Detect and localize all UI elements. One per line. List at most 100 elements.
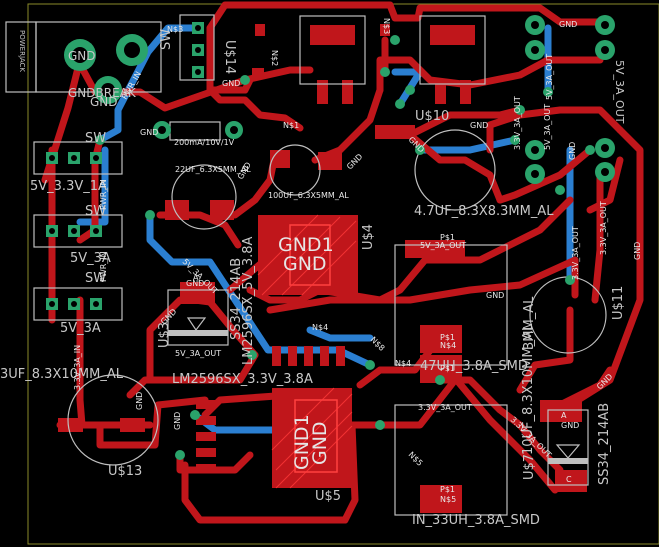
resistor-value: 200mA/10V/1V bbox=[174, 138, 235, 147]
net-gnd: GND bbox=[633, 242, 642, 260]
net-gnd: GND bbox=[140, 128, 158, 137]
net-n3: N$3 bbox=[167, 25, 183, 34]
net-gnd: GND bbox=[559, 20, 577, 29]
diode-pad bbox=[180, 282, 215, 304]
cap-small2-value: 100UF_6.3X5MM_AL bbox=[268, 191, 349, 200]
sw1-label: SW bbox=[85, 131, 106, 146]
diode-pad bbox=[540, 400, 582, 422]
net-n8: N$8 bbox=[369, 335, 387, 353]
u5-label: U$5 bbox=[315, 489, 341, 504]
sw3-label: SW bbox=[85, 271, 106, 286]
ic-pin bbox=[196, 464, 216, 473]
net-n4: N$4 bbox=[440, 341, 456, 350]
gnd1-top-label: GND1 bbox=[278, 234, 334, 256]
sw2-value: 5V_3A bbox=[70, 251, 111, 266]
reg-pin bbox=[317, 80, 328, 104]
net-gnd: GND bbox=[561, 421, 579, 430]
ic-pin bbox=[196, 400, 216, 409]
gnd-pad-label: GND bbox=[68, 49, 96, 63]
net-gnd: GND bbox=[222, 79, 240, 88]
net-n3: N$3 bbox=[382, 18, 391, 34]
smd-pad bbox=[380, 24, 390, 36]
net-n4: N$4 bbox=[395, 359, 411, 368]
lm-big-value: LM2596SX_3.3V_3.8A bbox=[172, 372, 313, 387]
net-33v-in: 3.3V_3A_IN bbox=[73, 345, 82, 390]
net-n2: N$2 bbox=[270, 50, 279, 66]
u11-label: U$11 bbox=[611, 286, 626, 320]
cap-pad bbox=[58, 418, 83, 432]
cap-left-value: 3UF_8.3X10MM_AL bbox=[0, 367, 124, 382]
gndbreak-label: GNDBREAK bbox=[68, 86, 137, 100]
ic-pin bbox=[196, 432, 216, 441]
u10-label: U$10 bbox=[415, 109, 449, 124]
inductor-pad bbox=[420, 325, 462, 353]
header-out-b: 3.3V_3A_OUT bbox=[513, 96, 522, 150]
ind-bot-value: IN_33UH_3.8A_SMD bbox=[412, 513, 540, 528]
sw2-label: SW bbox=[85, 204, 106, 219]
u9-value: 4.7UF_8.3X8.3MM_AL bbox=[414, 204, 554, 219]
ic-pin bbox=[336, 346, 345, 366]
gnd-top-label: GND bbox=[283, 253, 327, 275]
diode-pad bbox=[555, 470, 587, 492]
net-gnd: GND bbox=[486, 291, 504, 300]
net-n4: N$4 bbox=[312, 323, 328, 332]
sw1-value: 5V_3.3V_1A bbox=[30, 179, 107, 194]
silkscreen bbox=[5, 14, 607, 516]
net-gnd: GND bbox=[345, 152, 364, 171]
header-out-a: 5V_3A_OUT bbox=[613, 60, 626, 124]
u13-label: U$13 bbox=[108, 464, 142, 479]
u7-value: SS34_214AB bbox=[597, 403, 612, 485]
u3-label: U$3 bbox=[157, 322, 172, 348]
net-gnd: GND bbox=[470, 121, 488, 130]
cap-small-value: 22UF_6.3X5MM_AL bbox=[175, 165, 251, 174]
ind-mid-value: 47UH_3.8A_SMD bbox=[420, 359, 528, 374]
lm-top-value: LM2596SX_5V_3.8A bbox=[241, 236, 256, 365]
through-hole-pads bbox=[46, 15, 615, 460]
diode-symbols bbox=[168, 317, 588, 464]
inductor-pad bbox=[420, 485, 462, 513]
pour-hatch bbox=[257, 214, 357, 489]
gnd-bot-label: GND bbox=[309, 421, 331, 465]
net-33v-out: 3.3V_3A_OUT bbox=[418, 403, 472, 412]
reg-tab-left bbox=[310, 25, 355, 45]
top-traces bbox=[41, 1, 644, 524]
cap-mid-value: 10UF_8.3X10MM_AL bbox=[521, 323, 536, 455]
net-33v-out: 3.3V_3A_OUT bbox=[571, 226, 580, 280]
gnd-inner-top bbox=[289, 224, 331, 286]
ic-pin bbox=[196, 448, 216, 457]
gnd-inner-bottom bbox=[294, 399, 338, 473]
smd-pad bbox=[375, 125, 415, 139]
net-n1: N$1 bbox=[283, 121, 299, 130]
ic-pin bbox=[272, 346, 281, 366]
net-33v-out: 3.3V_3A_OUT bbox=[599, 201, 608, 255]
net-gnd: GND bbox=[135, 392, 144, 410]
net-a: A bbox=[193, 273, 199, 282]
u4-label: U$4 bbox=[361, 224, 376, 250]
net-5v-out: 5V_3A_OUT bbox=[545, 54, 554, 100]
net-gnd: GND bbox=[186, 279, 204, 288]
reg-pin bbox=[460, 80, 471, 104]
u14-sw-label: SW bbox=[159, 29, 174, 50]
net-a: A bbox=[561, 411, 567, 420]
net-n5: N$5 bbox=[440, 495, 456, 504]
reg-pin bbox=[342, 80, 353, 104]
reg-tab-right bbox=[430, 25, 475, 45]
power-jack-label: POWERJACK bbox=[18, 30, 26, 72]
net-gnd: GND bbox=[568, 142, 577, 160]
u8-value: SS34_214AB bbox=[229, 258, 244, 340]
cap-pad bbox=[120, 418, 145, 432]
u14-label: U$14 bbox=[222, 40, 237, 74]
smd-pad bbox=[255, 24, 265, 36]
gnd-pad-label: GND bbox=[90, 95, 118, 109]
net-p1: P$1 bbox=[440, 333, 455, 342]
sw3-value: 5V_3A bbox=[60, 321, 101, 336]
ic-pin bbox=[196, 416, 216, 425]
cap-pad bbox=[165, 200, 189, 220]
net-5v-out: 5V_3A_OUT bbox=[420, 241, 466, 250]
ic-pin bbox=[320, 346, 329, 366]
net-p1: P$1 bbox=[440, 233, 455, 242]
net-gnd: GND bbox=[173, 412, 182, 430]
ic-pin bbox=[288, 346, 297, 366]
net-p1: P$1 bbox=[440, 364, 455, 373]
